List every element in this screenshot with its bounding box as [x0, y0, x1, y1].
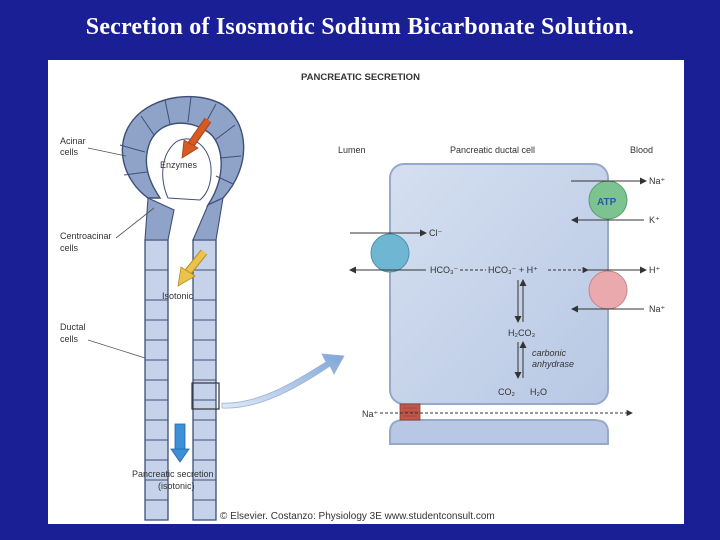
centroacinar-label-1: Centroacinar	[60, 231, 112, 241]
na-paracellular-label: Na⁺	[362, 409, 379, 419]
na-h-exchanger	[589, 271, 627, 309]
na-exchange-label: Na⁺	[649, 304, 666, 314]
k-pump-label: K⁺	[649, 215, 660, 225]
reaction-line-label: HCO₃⁻ + H⁺	[488, 265, 538, 275]
adjacent-cell	[390, 420, 608, 444]
h2co3-label: H₂CO₃	[508, 328, 535, 338]
cell-label: Pancreatic ductal cell	[450, 145, 535, 155]
copyright-text: © Elsevier. Costanzo: Physiology 3E www.…	[220, 511, 495, 522]
centroacinar-label-2: cells	[60, 243, 79, 253]
secretion-arrow-icon	[171, 424, 189, 462]
blood-label: Blood	[630, 145, 653, 155]
enzymes-label: Enzymes	[160, 160, 198, 170]
secretion-label-1: Pancreatic secretion	[132, 469, 214, 479]
h-exchange-label: H⁺	[649, 265, 660, 275]
pancreatic-secretion-diagram: PANCREATIC SECRETION Enzymes	[48, 60, 684, 524]
enzyme-label-1: carbonic	[532, 348, 567, 358]
na-pump-label: Na⁺	[649, 176, 666, 186]
zoom-connector-arrow-icon	[222, 354, 344, 408]
co2-label: CO₂	[498, 387, 516, 397]
cl-label: Cl⁻	[429, 228, 442, 238]
ductal-cell	[390, 164, 608, 404]
slide-title: Secretion of Isosmotic Sodium Bicarbonat…	[0, 14, 720, 41]
h2o-label: H₂O	[530, 387, 547, 397]
figure-panel: PANCREATIC SECRETION Enzymes	[48, 60, 684, 524]
isotonic-label: Isotonic	[162, 291, 194, 301]
secretion-label-2: (isotonic)	[158, 481, 195, 491]
cl-hco3-exchanger	[371, 234, 409, 272]
acinar-label-2: cells	[60, 147, 79, 157]
ductal-label-2: cells	[60, 334, 79, 344]
figure-heading: PANCREATIC SECRETION	[301, 72, 420, 83]
acinar-label-1: Acinar	[60, 136, 86, 146]
acinus	[120, 97, 244, 205]
atp-label: ATP	[597, 197, 617, 208]
enzyme-label-2: anhydrase	[532, 359, 574, 369]
hco3-out-label: HCO₃⁻	[430, 265, 459, 275]
ductal-label-1: Ductal	[60, 322, 86, 332]
lumen-label: Lumen	[338, 145, 366, 155]
